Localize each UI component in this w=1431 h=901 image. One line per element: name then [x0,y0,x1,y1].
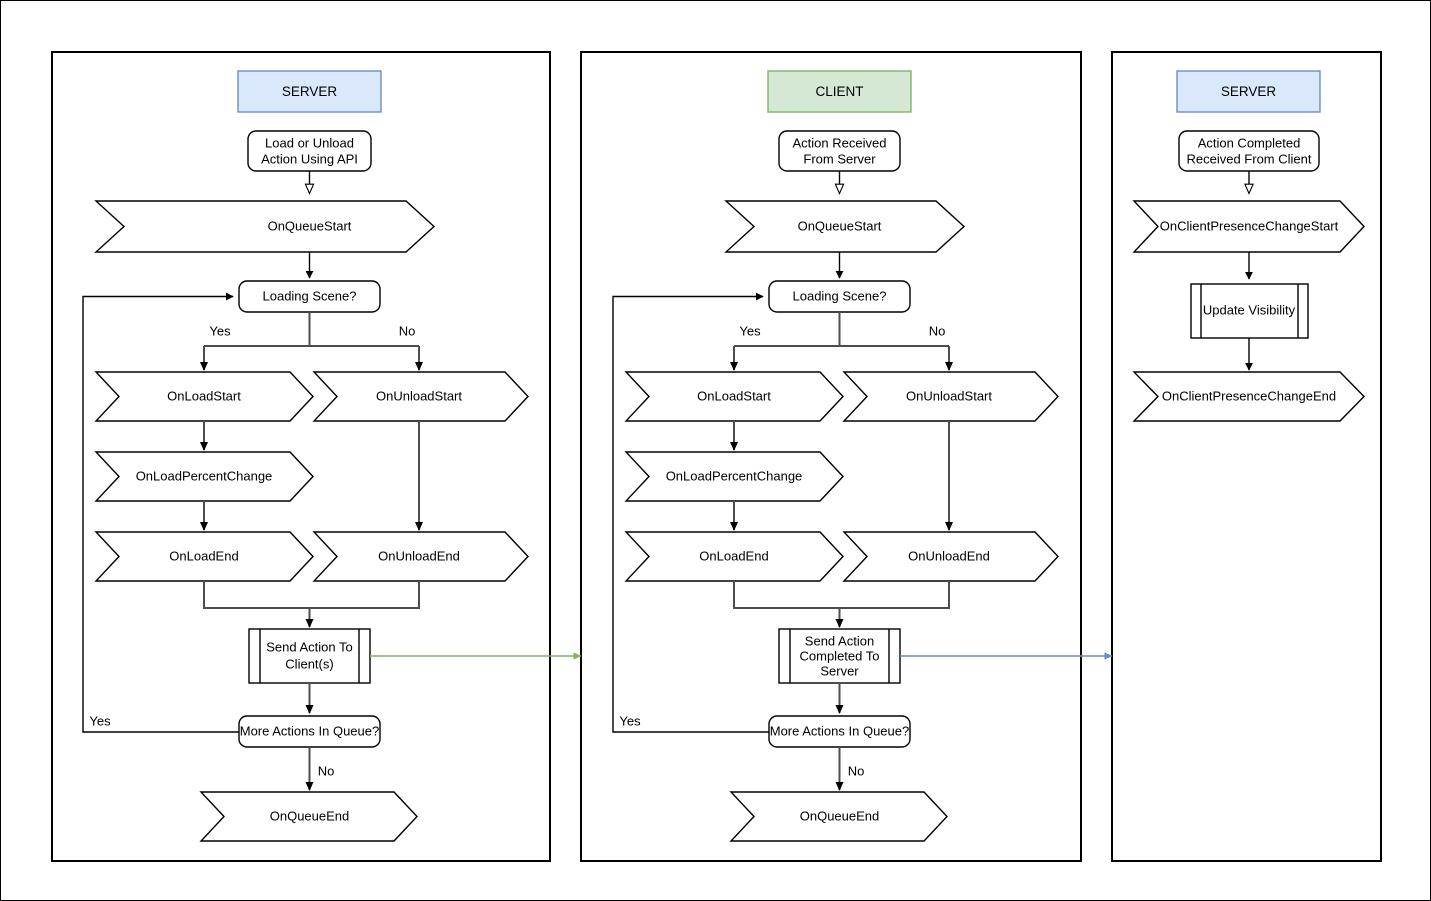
panel1-onloadpercentchange-shape [94,451,314,502]
panel2-send-action-line3: Server [820,663,859,678]
panel2-label-yes-loop: Yes [619,713,641,728]
panel1-onloadstart-label: OnLoadStart [167,388,241,403]
panel2-onloadstart-shape [624,371,844,422]
panel2-start-line1: Action Received [793,135,887,150]
panel-server-right [1111,51,1382,862]
panel3-update-visibility-label: Update Visibility [1203,302,1296,317]
panel3-presencestart-label: OnClientPresenceChangeStart [1160,218,1339,233]
panel2-onloadstart-label: OnLoadStart [697,388,771,403]
panel2-decision-loading-label: Loading Scene? [793,288,887,303]
panel2-loopback-yes [612,292,769,733]
panel2-onloadend-shape [624,531,844,582]
panel2-start-line2: From Server [803,151,876,166]
panel2-onqueuestart-label: OnQueueStart [798,218,882,233]
panel1-start-line1: Load or Unload [265,135,354,150]
panel2-onunloadend-label: OnUnloadEnd [908,548,990,563]
panel2-merge-line [733,581,950,609]
panel1-onqueueend-shape [199,791,418,842]
panel2-send-action-line2: Completed To [800,648,880,663]
panel2-send-action-box [778,628,901,684]
panel2-onloadend-label: OnLoadEnd [699,548,768,563]
panel2-send-action-inner-bars [789,629,890,683]
panel2-onqueueend-label: OnQueueEnd [800,808,880,823]
panel3-start-line2: Received From Client [1187,151,1312,166]
panel1-merge-line [203,581,420,609]
panel1-onunloadstart-label: OnUnloadStart [376,388,462,403]
panel1-send-action-line1: Send Action To [266,639,353,654]
panel2-onqueuestart-shape [724,200,966,253]
panel2-onunloadstart-shape [842,371,1059,422]
panel3-header-label: SERVER [1221,84,1277,99]
panel1-label-no-branch: No [399,323,416,338]
panel1-branch-yes-line [204,312,419,370]
panel1-decision-more-label: More Actions In Queue? [240,723,379,738]
panel1-onqueuestart-label: OnQueueStart [268,218,352,233]
panel1-onloadend-shape [94,531,314,582]
panel2-decision-more-label: More Actions In Queue? [770,723,909,738]
panel1-onunloadend-shape [312,531,529,582]
panel1-loopback-yes [82,292,239,733]
panel2-label-yes-branch: Yes [739,323,761,338]
panel1-onqueueend-label: OnQueueEnd [270,808,350,823]
panel1-send-action-line2: Client(s) [285,656,333,671]
panel1-label-no-exit: No [318,763,335,778]
panel1-decision-loading-label: Loading Scene? [263,288,357,303]
panel1-onloadend-label: OnLoadEnd [169,548,238,563]
panel2-onloadpercentchange-shape [624,451,844,502]
panel3-presencestart-shape [1132,200,1365,253]
panel3-presenceend-label: OnClientPresenceChangeEnd [1162,388,1336,403]
panel1-start-line2: Action Using API [261,151,358,166]
panel3-presenceend-shape [1132,371,1365,422]
panel2-label-no-branch: No [929,323,946,338]
panel2-onqueueend-shape [729,791,948,842]
panel3-start-line1: Action Completed [1198,135,1301,150]
panel2-onunloadstart-label: OnUnloadStart [906,388,992,403]
panel2-header-label: CLIENT [815,84,863,99]
panel2-onloadpercentchange-label: OnLoadPercentChange [666,468,803,483]
panel2-label-no-exit: No [848,763,865,778]
panel1-onloadpercentchange-label: OnLoadPercentChange [136,468,273,483]
panel1-header-label: SERVER [282,84,338,99]
panel1-onunloadstart-shape [312,371,529,422]
panel1-header-box [237,70,382,113]
panel1-onqueuestart-shape [94,200,436,253]
panel2-send-action-line1: Send Action [805,633,874,648]
panel3-header-box [1176,70,1321,113]
panel2-header-box [767,70,912,113]
panel1-send-action-inner-bars [259,629,360,683]
panel2-onunloadend-shape [842,531,1059,582]
panel3-update-visibility-inner-bars [1200,284,1299,338]
panel1-label-yes-branch: Yes [209,323,231,338]
panel1-onunloadend-label: OnUnloadEnd [378,548,460,563]
panel1-label-yes-loop: Yes [89,713,111,728]
panel2-branch-yes-line [734,312,949,370]
panel3-update-visibility-box [1190,283,1309,339]
panel1-onloadstart-shape [94,371,314,422]
